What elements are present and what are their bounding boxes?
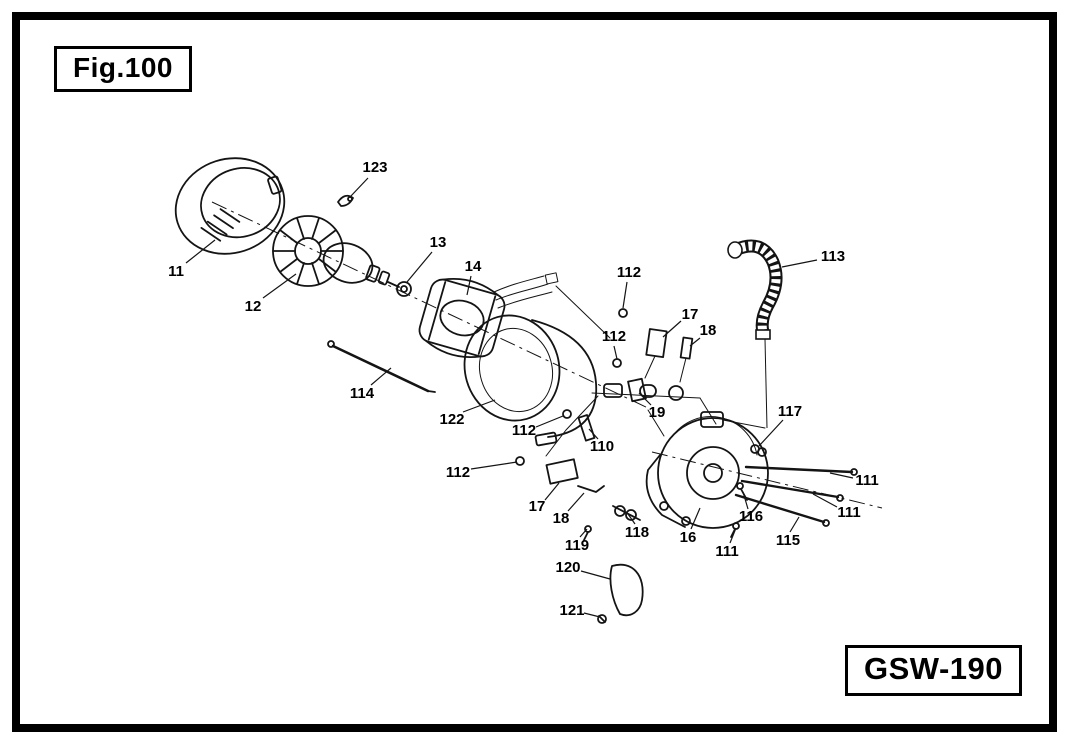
bracket-drawing xyxy=(597,563,644,624)
part-number-115: 115 xyxy=(776,532,800,549)
leader-line-17 xyxy=(544,482,560,501)
terminal-row-drawing xyxy=(545,377,717,457)
part-number-120: 120 xyxy=(555,559,580,576)
part-number-112: 112 xyxy=(512,422,536,439)
center-axis-lines xyxy=(211,201,883,509)
model-label: GSW-190 xyxy=(864,651,1003,686)
part-number-113: 113 xyxy=(821,248,845,265)
part-number-121: 121 xyxy=(559,602,584,619)
outer-frame xyxy=(12,12,1057,732)
part-number-117: 117 xyxy=(778,403,802,420)
leader-line-123 xyxy=(349,177,369,198)
part-number-123: 123 xyxy=(362,159,387,176)
leader-line-119 xyxy=(579,528,588,538)
part-number-17: 17 xyxy=(682,306,699,323)
leader-line-115 xyxy=(789,516,800,533)
part-number-16: 16 xyxy=(680,529,697,546)
leader-line-122 xyxy=(462,399,496,413)
hose-drawing xyxy=(727,239,783,429)
leader-line-112 xyxy=(470,461,518,470)
leader-line-111 xyxy=(812,493,838,508)
part-number-17: 17 xyxy=(529,498,546,515)
part-number-119: 119 xyxy=(565,537,589,554)
rod-drawing xyxy=(327,340,436,393)
leader-line-120 xyxy=(580,570,611,580)
leader-line-113 xyxy=(781,259,818,268)
part-number-13: 13 xyxy=(430,234,447,251)
leader-line-18 xyxy=(567,492,585,512)
part-number-111: 111 xyxy=(715,543,738,560)
leader-line-114 xyxy=(370,367,392,386)
part-number-19: 19 xyxy=(649,404,666,421)
leader-line-121 xyxy=(583,612,601,618)
part-number-11: 11 xyxy=(168,263,184,280)
leader-line-112 xyxy=(613,345,618,360)
part-number-116: 116 xyxy=(739,508,763,525)
part-number-111: 111 xyxy=(837,504,860,521)
leader-line-13 xyxy=(406,251,433,283)
part-number-14: 14 xyxy=(465,258,482,275)
part-number-110: 110 xyxy=(590,438,614,455)
lower-switch-drawing xyxy=(515,456,641,541)
part-number-112: 112 xyxy=(602,328,626,345)
leader-line-112 xyxy=(535,415,564,428)
leader-line-112 xyxy=(622,281,628,309)
leader-line-116 xyxy=(742,491,749,510)
end-cap-drawing xyxy=(174,157,286,255)
rotor-fan-drawing xyxy=(272,215,400,288)
part-number-114: 114 xyxy=(350,385,375,402)
leader-line-118 xyxy=(627,513,636,525)
part-number-18: 18 xyxy=(553,510,570,527)
figure-label: Fig.100 xyxy=(73,52,173,83)
motor-housing-drawing xyxy=(463,314,598,447)
leader-line-11 xyxy=(185,239,216,264)
leader-line-12 xyxy=(262,273,297,299)
upper-switch-drawing xyxy=(562,308,694,419)
leader-line-17 xyxy=(662,320,682,338)
leader-line-14 xyxy=(466,275,472,296)
leader-line-18 xyxy=(689,337,701,347)
blower-housing-drawing xyxy=(645,411,769,529)
leader-line-111 xyxy=(829,472,854,479)
part-number-18: 18 xyxy=(700,322,717,339)
part-number-122: 122 xyxy=(439,411,464,428)
leader-line-16 xyxy=(690,507,701,530)
part-number-12: 12 xyxy=(245,298,262,315)
lead-wires-drawing xyxy=(493,272,611,339)
part-number-111: 111 xyxy=(855,472,878,489)
part-number-112: 112 xyxy=(617,264,641,281)
figure-label-box: Fig.100 xyxy=(54,46,192,92)
part-number-112: 112 xyxy=(446,464,470,481)
part-number-118: 118 xyxy=(625,524,649,541)
leader-line-111 xyxy=(729,527,737,544)
leader-line-117 xyxy=(758,419,784,447)
bearing-drawing xyxy=(396,281,412,297)
leader-line-19 xyxy=(638,392,652,406)
leader-line-110 xyxy=(588,428,599,440)
clip-drawing xyxy=(337,194,354,207)
model-label-box: GSW-190 xyxy=(845,645,1022,696)
